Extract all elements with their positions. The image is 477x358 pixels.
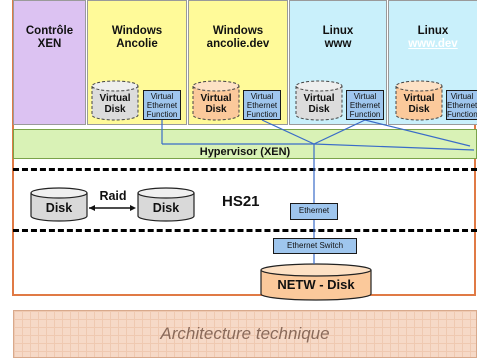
footer-banner: Architecture technique [13, 310, 477, 358]
column-title-line1: Linux [322, 25, 354, 37]
footer-title: Architecture technique [160, 324, 330, 343]
virtual-ethernet-function-3: Virtual Ethernet Function [346, 90, 384, 120]
column-title-line1: Linux [417, 25, 449, 37]
raid-arrow [89, 205, 136, 211]
column-title: Linux www.dev [389, 25, 477, 51]
network-wires [161, 119, 475, 264]
virtual-disk-label-1: Virtual Disk [99, 93, 131, 115]
column-title-line2: Ancolie [116, 38, 158, 50]
disk-label-1: Disk [45, 201, 73, 215]
column-title-line1: Windows [212, 25, 264, 37]
column-title: Linux www [290, 25, 386, 51]
virtual-disk-4 [395, 80, 443, 121]
column-title-line1: Windows [111, 25, 163, 37]
physical-disk-2 [137, 187, 195, 222]
server-zone-top-dash [13, 168, 477, 171]
column-title: Windows ancolie.dev [189, 25, 287, 51]
virtual-disk-3 [295, 80, 343, 121]
netw-disk-label: NETW - Disk [277, 277, 355, 292]
physical-disk-1 [30, 187, 88, 222]
virtual-disk-label-4: Virtual Disk [403, 93, 435, 115]
column-title-line2: www [324, 38, 352, 50]
virtual-disk-1 [91, 80, 139, 121]
ethernet-switch-box: Ethernet Switch [273, 238, 357, 254]
column-title-line2: XEN [37, 38, 62, 50]
server-zone-bottom-dash [13, 229, 477, 232]
virtual-ethernet-function-4: Virtual Ethernet Function [446, 90, 477, 120]
ethernet-box: Ethernet [290, 203, 338, 220]
virtual-disk-label-3: Virtual Disk [303, 93, 335, 115]
column-title: Contrôle XEN [14, 25, 85, 51]
hypervisor-label: Hypervisor (XEN) [199, 146, 291, 158]
virtual-disk-label-2: Virtual Disk [200, 93, 232, 115]
column-title: Windows Ancolie [88, 25, 186, 51]
column-title-line1: Contrôle [25, 25, 74, 37]
netw-disk [260, 263, 372, 301]
virtual-ethernet-function-1: Virtual Ethernet Function [143, 90, 181, 120]
disk-label-2: Disk [152, 201, 180, 215]
virtual-ethernet-function-2: Virtual Ethernet Function [243, 90, 281, 120]
server-name-hs21: HS21 [222, 193, 260, 210]
column-title-line2: ancolie.dev [206, 38, 270, 50]
hypervisor-bar: Hypervisor (XEN) [13, 129, 477, 159]
column-control-xen: Contrôle XEN [13, 0, 86, 125]
column-title-link[interactable]: www.dev [408, 38, 458, 50]
raid-label: Raid [99, 189, 127, 203]
virtual-disk-2 [192, 80, 240, 121]
